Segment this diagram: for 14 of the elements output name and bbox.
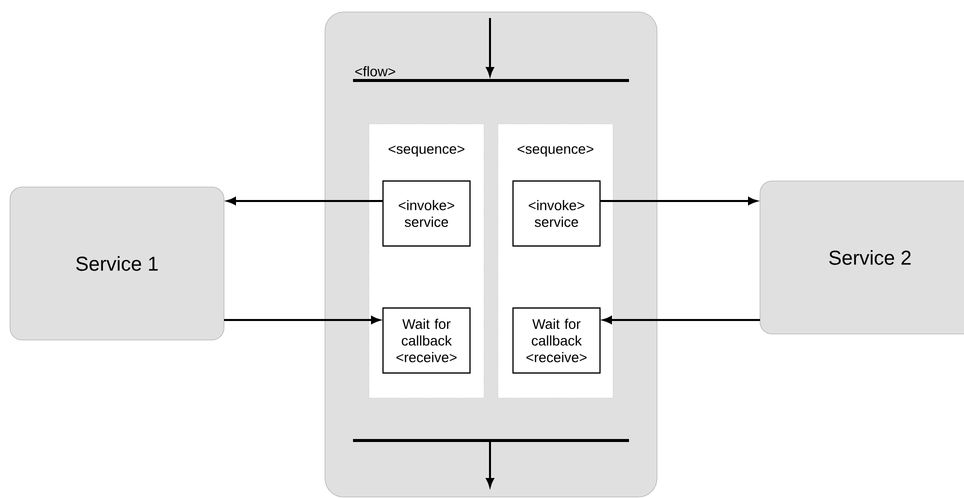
arrow [224, 316, 380, 324]
activity-box: <invoke> service [512, 180, 601, 247]
arrow [486, 442, 494, 487]
activity-box: Wait for callback <receive> [382, 307, 471, 374]
activity-box: <invoke> service [382, 180, 471, 247]
service-box: Service 2 [760, 180, 964, 334]
sync-bar [353, 79, 629, 82]
sync-bar [353, 439, 629, 442]
activity-box: Wait for callback <receive> [512, 307, 601, 374]
arrow [227, 197, 383, 205]
arrow [486, 18, 494, 76]
service-box: Service 1 [10, 186, 224, 340]
arrow [600, 197, 758, 205]
arrow [603, 316, 760, 324]
